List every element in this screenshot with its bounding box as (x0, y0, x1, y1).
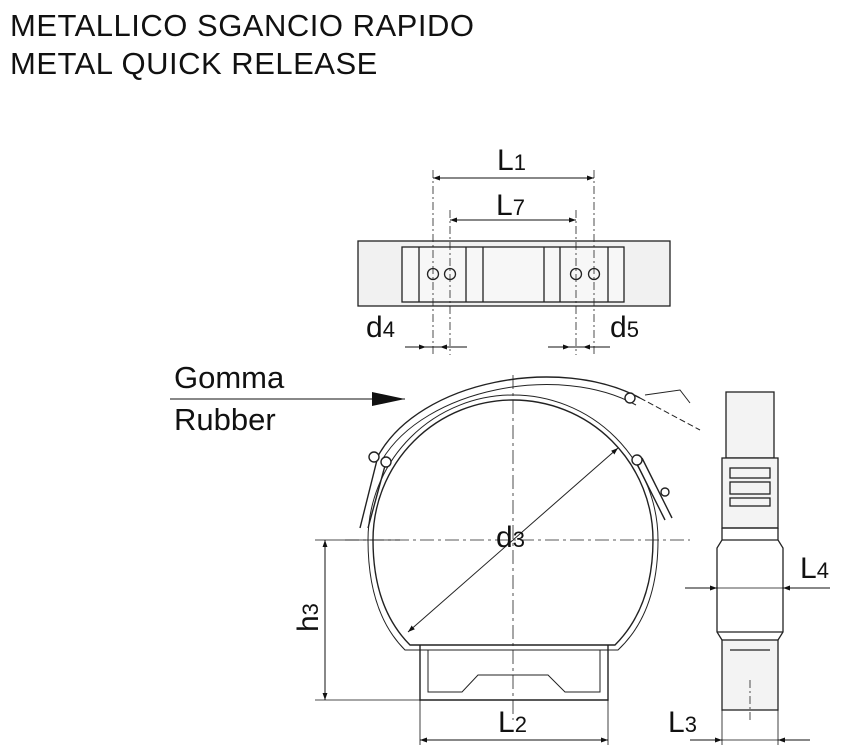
dimension-l1: L1 (433, 144, 594, 181)
label-h3: h3 (292, 603, 325, 632)
dimension-l2: L2 (419, 700, 609, 745)
top-view (357, 170, 671, 355)
label-l4: L4 (800, 552, 829, 585)
dimension-d4: d4 (366, 311, 467, 350)
pivot-right (631, 454, 643, 466)
callout-gomma: Gomma (174, 360, 285, 395)
clamp-front-view (345, 375, 701, 720)
dimension-l7: L7 (450, 189, 576, 223)
title-italian: METALLICO SGANCIO RAPIDO (10, 8, 475, 43)
label-l3: L3 (668, 706, 697, 739)
dimension-l4: L4 (685, 552, 830, 591)
dimension-l3: L3 (668, 706, 810, 745)
clamp-ring (372, 399, 654, 646)
label-l1: L1 (497, 144, 526, 177)
side-view (716, 391, 784, 720)
rubber-callout: Gomma Rubber (170, 360, 405, 437)
pivot-left (368, 451, 380, 463)
label-d4: d4 (366, 311, 395, 344)
label-l7: L7 (496, 189, 525, 222)
label-d3: d3 (496, 521, 525, 554)
callout-rubber: Rubber (174, 402, 276, 437)
top-view-bracket (401, 246, 625, 303)
label-l2: L2 (498, 706, 527, 739)
dimension-h3: h3 (292, 539, 420, 701)
dimension-d5: d5 (548, 311, 639, 350)
clamp-base (419, 645, 609, 701)
title-english: METAL QUICK RELEASE (10, 46, 378, 81)
rubber-arc (377, 376, 641, 457)
label-d5: d5 (610, 311, 639, 344)
callout-arrowhead (372, 392, 405, 406)
